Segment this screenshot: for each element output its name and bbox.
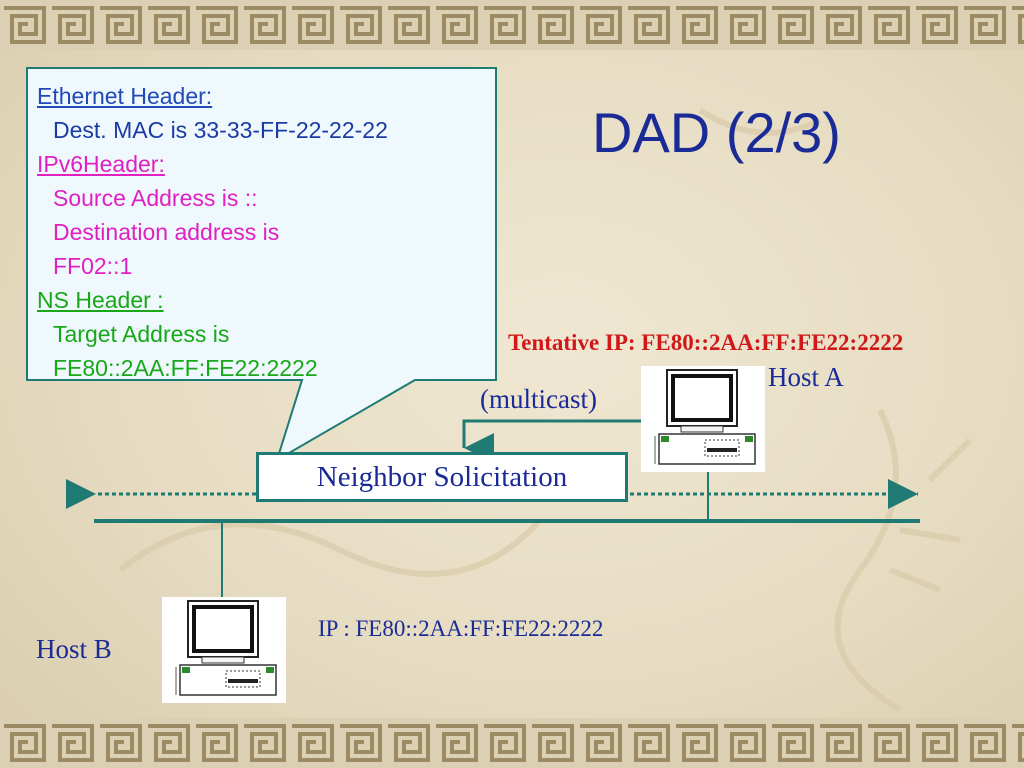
top-border-pattern (0, 0, 1024, 50)
ethernet-header-label: Ethernet Header: (37, 83, 213, 109)
target-value-text: FE80::2AA:FF:FE22:2222 (53, 355, 318, 381)
ipv6-header-label: IPv6Header: (37, 151, 165, 177)
multicast-label: (multicast) (480, 384, 597, 414)
dest-mac-text: Dest. MAC is 33-33-FF-22-22-22 (53, 117, 388, 143)
destination-address-text: Destination address is (53, 219, 280, 245)
ns-header-label: NS Header : (37, 287, 164, 313)
multicast-arrow (462, 419, 641, 463)
host-b-ip-label: IP : FE80::2AA:FF:FE22:2222 (318, 616, 604, 641)
host-b-label: Host B (36, 634, 112, 664)
slide-title: DAD (2/3) (592, 101, 841, 164)
tentative-ip-label: Tentative IP: FE80::2AA:FF:FE22:2222 (508, 330, 904, 355)
packet-details: Ethernet Header: Dest. MAC is 33-33-FF-2… (37, 79, 497, 385)
destination-value-text: FF02::1 (53, 253, 133, 279)
computer-icon (641, 366, 765, 472)
target-address-text: Target Address is (53, 321, 230, 347)
neighbor-solicitation-box: Neighbor Solicitation (256, 452, 628, 502)
bottom-border-pattern (0, 718, 1024, 768)
host-a-label: Host A (768, 362, 844, 392)
neighbor-solicitation-label: Neighbor Solicitation (316, 460, 568, 493)
source-address-text: Source Address is :: (53, 185, 258, 211)
computer-icon (162, 597, 286, 703)
